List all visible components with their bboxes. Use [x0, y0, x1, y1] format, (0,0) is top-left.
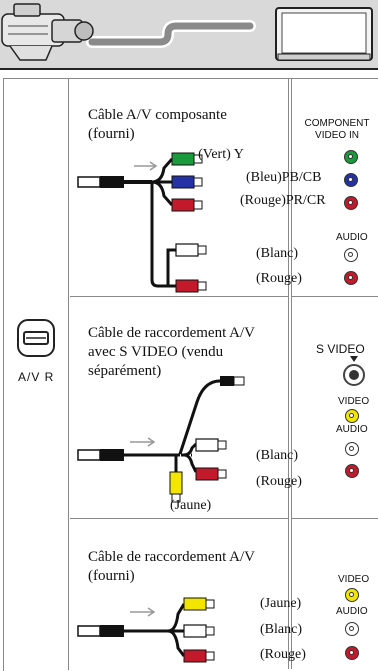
s3-red-jack-icon	[345, 646, 359, 660]
left-column-divider	[68, 78, 69, 670]
section-2-cable-drawing	[77, 376, 245, 503]
s3-audio-label: AUDIO	[336, 606, 368, 617]
s3-yellow-jack-icon	[345, 588, 359, 602]
section-3-cable-panel	[70, 518, 289, 669]
header-band	[0, 0, 378, 68]
red-audio-label: (Rouge)	[256, 271, 302, 286]
section-2-cable-panel	[70, 296, 289, 519]
component-video-in-label: COMPONENT VIDEO IN	[304, 118, 370, 141]
s3-white-label: (Blanc)	[260, 622, 302, 637]
s3-video-label: VIDEO	[338, 574, 370, 585]
av-r-label: A/V R	[18, 370, 55, 384]
s3-white-jack-icon	[345, 622, 359, 636]
header-graphics	[1, 3, 373, 61]
section-1-tv-panel	[291, 78, 378, 297]
s-video-arrow-icon	[350, 356, 358, 362]
section-3-title: Câble de raccordement A/V (fourni)	[88, 549, 255, 584]
red-jack-icon	[344, 196, 358, 210]
green-jack-icon	[344, 150, 358, 164]
s2-audio-label: AUDIO	[336, 424, 368, 435]
av-r-jack-icon	[16, 318, 56, 358]
section-1-cable-drawing	[77, 152, 207, 293]
section-2-title: Câble de raccordement A/V avec S VIDEO (…	[88, 325, 255, 379]
s2-red-label: (Rouge)	[256, 474, 302, 489]
green-y-label: (Vert) Y	[198, 147, 244, 162]
s2-red-jack-icon	[345, 464, 359, 478]
s2-yellow-label: (Jaune)	[170, 498, 212, 513]
audio-label-1: AUDIO	[336, 232, 368, 243]
red-audio-jack-icon	[344, 271, 358, 285]
s2-white-jack-icon	[345, 442, 359, 456]
red-pr-label: (Rouge)PR/CR	[240, 193, 326, 208]
white-audio-label: (Blanc)	[256, 246, 298, 261]
blue-pb-label: (Bleu)PB/CB	[246, 170, 322, 185]
s3-yellow-label: (Jaune)	[260, 596, 302, 611]
tv-icon	[275, 7, 373, 61]
s2-video-label: VIDEO	[338, 396, 370, 407]
s3-red-label: (Rouge)	[260, 647, 306, 662]
section-3-cable-drawing	[77, 597, 215, 663]
camcorder-icon	[1, 3, 94, 61]
s2-yellow-jack-icon	[345, 409, 359, 423]
s-video-jack-icon	[343, 364, 365, 386]
s-video-label: S VIDEO	[316, 342, 365, 356]
section-2-tv-panel	[291, 296, 378, 519]
white-audio-jack-icon	[344, 248, 358, 262]
header-divider	[0, 68, 378, 70]
section-1-title: Câble A/V composante (fourni)	[88, 107, 227, 142]
blue-jack-icon	[344, 173, 358, 187]
section-3-tv-panel	[291, 518, 378, 669]
section-1-cable-panel	[70, 78, 289, 297]
s2-white-label: (Blanc)	[256, 448, 298, 463]
